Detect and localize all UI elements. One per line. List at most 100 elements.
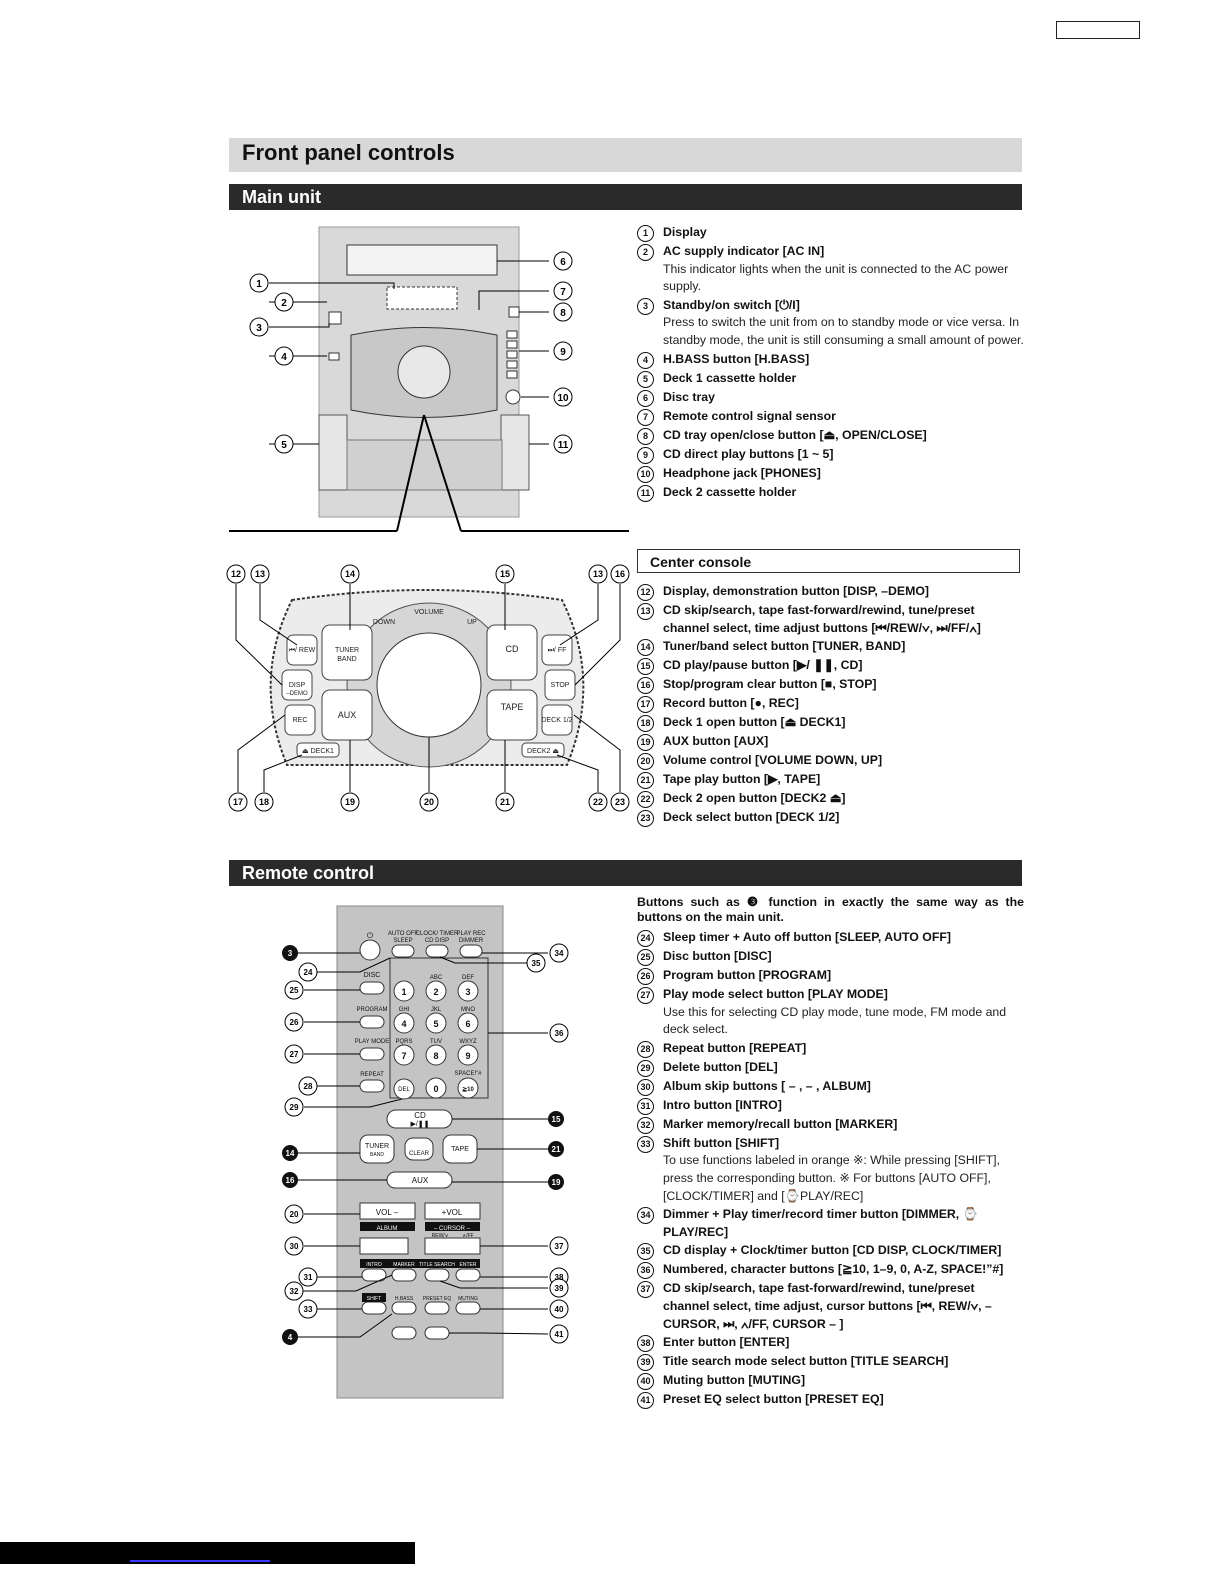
callout-13: 13 <box>255 569 265 579</box>
callout-19: 19 <box>345 797 355 807</box>
remote-cdplay-label: ▶/❚❚ <box>410 1120 429 1128</box>
rc-callout-30: 30 <box>290 1242 299 1251</box>
remote-cd-label: CD <box>414 1111 426 1120</box>
remote-enter-label: ENTER <box>460 1262 477 1268</box>
item-description: Use this for selecting CD play mode, tun… <box>663 1004 1007 1037</box>
rc-callout-26: 26 <box>290 1018 299 1027</box>
item-number: 9 <box>637 446 663 464</box>
item-label: Repeat button [REPEAT] <box>663 1040 807 1055</box>
callout-9: 9 <box>560 347 566 358</box>
callout-21: 21 <box>500 797 510 807</box>
item-label: Headphone jack [PHONES] <box>663 465 821 480</box>
footer-link[interactable] <box>130 1560 270 1562</box>
volume-up-label: UP <box>467 619 477 626</box>
item-label: Numbered, character buttons [≧10, 1–9, 0… <box>663 1262 1004 1277</box>
item-label: Dimmer + Play timer/record timer button … <box>663 1207 978 1239</box>
remote-tuner-label: TUNER <box>365 1143 389 1150</box>
item-description: Press to switch the unit from on to stan… <box>663 315 1024 347</box>
item-label: Deck 2 open button [DECK2 ⏏] <box>663 791 846 806</box>
item-label: AC supply indicator [AC IN] <box>663 244 825 258</box>
item-description: This indicator lights when the unit is c… <box>663 261 1009 294</box>
volume-label: VOLUME <box>414 609 444 616</box>
item-label: Shift button [SHIFT] <box>663 1135 780 1150</box>
rc-callout-35: 35 <box>532 959 541 968</box>
item-label: Muting button [MUTING] <box>663 1373 806 1388</box>
callout-10: 10 <box>557 393 569 404</box>
item-number: 15 <box>637 657 663 676</box>
remote-ghi-label: GHI <box>399 1007 410 1013</box>
item-number: 7 <box>637 408 663 426</box>
callout-1: 1 <box>256 279 262 290</box>
rc-callout-31: 31 <box>304 1273 313 1282</box>
remote-mno-label: MNO <box>461 1007 475 1013</box>
section-remote-control: Remote control <box>229 860 1022 886</box>
item-number: 31 <box>637 1097 663 1115</box>
rc-callout-3: 3 <box>288 949 293 958</box>
item-number: 30 <box>637 1078 663 1096</box>
item-label: Delete button [DEL] <box>663 1059 778 1074</box>
callout-15: 15 <box>500 569 510 579</box>
item-number: 33 <box>637 1135 663 1153</box>
rc-callout-41: 41 <box>555 1330 564 1339</box>
remote-wxyz-label: WXYZ <box>459 1039 477 1045</box>
item-number: 17 <box>637 695 663 714</box>
callout-11: 11 <box>558 440 569 451</box>
callout-4: 4 <box>281 352 287 363</box>
item-number: 24 <box>637 929 663 947</box>
callout-18: 18 <box>259 797 269 807</box>
key-5: 5 <box>433 1019 438 1029</box>
item-label: Intro button [INTRO] <box>663 1097 782 1112</box>
remote-tuv-label: TUV <box>430 1039 442 1045</box>
rc-callout-39: 39 <box>555 1284 564 1293</box>
item-number: 4 <box>637 351 663 369</box>
rc-callout-16: 16 <box>286 1176 295 1185</box>
console-rec-label: REC <box>293 717 308 724</box>
volume-down-label: DOWN <box>373 619 395 626</box>
item-number: 13 <box>637 602 663 620</box>
console-aux-label: AUX <box>338 710 357 720</box>
remote-album-label: ALBUM <box>377 1226 398 1232</box>
item-label: Display, demonstration button [DISP, –DE… <box>663 584 929 598</box>
rc-callout-40: 40 <box>555 1305 564 1314</box>
item-number: 6 <box>637 389 663 407</box>
remote-shift-label: SHIFT <box>367 1296 381 1302</box>
rc-callout-32: 32 <box>290 1287 299 1296</box>
remote-preset-label: PRESET EQ <box>423 1296 452 1302</box>
item-number: 19 <box>637 733 663 752</box>
console-ff-label: ⏭/ FF <box>548 647 567 654</box>
page-title: Front panel controls <box>229 138 1022 172</box>
item-number: 38 <box>637 1334 663 1353</box>
console-tuner-label: TUNER <box>335 647 359 654</box>
remote-repeat-label: REPEAT <box>360 1072 384 1078</box>
remote-marker-label: MARKER <box>393 1262 415 1268</box>
remote-del-label: DEL <box>398 1087 410 1093</box>
rc-callout-4: 4 <box>288 1333 293 1342</box>
item-label: Tuner/band select button [TUNER, BAND] <box>663 639 906 654</box>
remote-intro: Buttons such as ❸ function in exactly th… <box>637 895 1024 924</box>
rc-callout-34: 34 <box>555 949 564 958</box>
callout-12: 12 <box>231 569 241 579</box>
item-number: 29 <box>637 1059 663 1077</box>
item-label: Deck select button [DECK 1/2] <box>663 810 840 825</box>
item-number: 12 <box>637 583 663 601</box>
remote-power-label: ⏻ <box>367 931 374 940</box>
remote-control-diagram: 1 2 3 4 5 6 7 8 9 0 ≧10 ⏻ AUTO OFF SLEEP… <box>282 905 569 1399</box>
item-number: 35 <box>637 1242 663 1261</box>
